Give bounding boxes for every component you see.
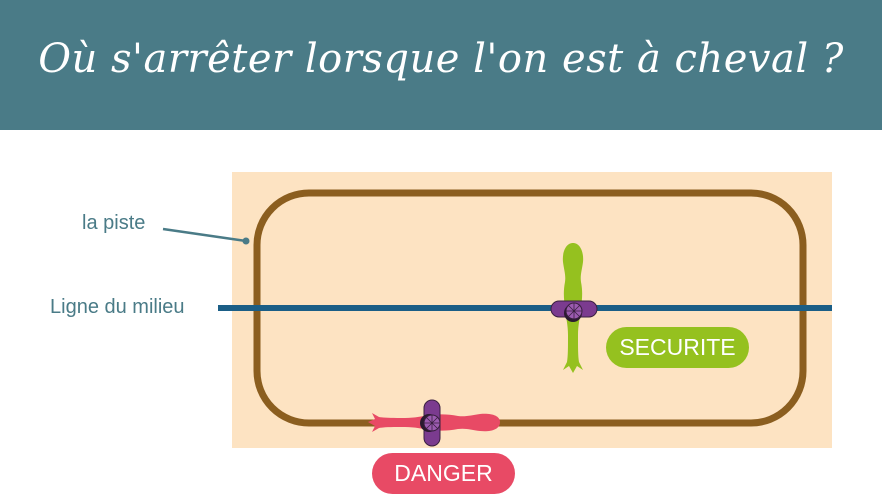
track-pointer-line bbox=[162, 227, 247, 243]
page-title: Où s'arrêter lorsque l'on est à cheval ? bbox=[38, 36, 844, 82]
safe-badge: SECURITE bbox=[606, 327, 749, 368]
track-pointer-dot bbox=[242, 237, 250, 245]
danger-horse-icon bbox=[368, 399, 500, 447]
rider-icon bbox=[550, 300, 598, 322]
title-banner: Où s'arrêter lorsque l'on est à cheval ? bbox=[0, 0, 882, 130]
track-label: la piste bbox=[82, 212, 146, 234]
danger-badge: DANGER bbox=[372, 453, 515, 494]
middle-line-label: Ligne du milieu bbox=[50, 296, 185, 318]
rider-icon bbox=[420, 399, 441, 447]
safe-horse-icon bbox=[550, 243, 598, 373]
